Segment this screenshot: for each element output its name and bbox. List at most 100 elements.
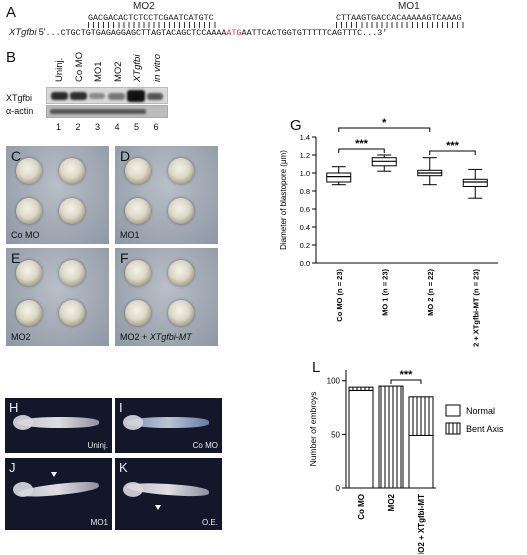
row-label-actin: α-actin <box>6 106 34 116</box>
western-blot-xtgfbi <box>46 87 168 104</box>
gene-name: XTgfbi <box>9 27 37 38</box>
embryo <box>59 198 85 224</box>
embryo <box>168 260 194 286</box>
embryo <box>168 158 194 184</box>
category-label: MO2 <box>387 493 396 511</box>
y-tick-label: 1.0 <box>300 169 310 178</box>
bar-segment-normal <box>408 434 434 489</box>
box-2 <box>371 154 397 172</box>
category-label: MO 2 (n = 22) <box>426 269 435 316</box>
lane-number: 6 <box>153 122 159 132</box>
bar-segment-bent-axis <box>348 386 374 391</box>
panel-letter: D <box>120 148 131 164</box>
mo2-label: MO2 <box>133 1 155 12</box>
panel-letter: E <box>11 250 21 266</box>
bar-segment-bent-axis <box>378 385 404 489</box>
y-tick-label: 0.4 <box>300 223 310 232</box>
embryo <box>168 300 194 326</box>
tadpole-head <box>13 415 33 430</box>
embryo <box>125 158 151 184</box>
start-codon: ATG <box>226 28 242 38</box>
y-tick-label: 0.2 <box>300 241 310 250</box>
lane-header: MO1 <box>93 61 104 82</box>
arrowhead-icon <box>155 505 161 510</box>
bracket-line <box>338 127 431 132</box>
embryo <box>125 300 151 326</box>
embryo-photo-f: F MO2 + XTgfbi-MT <box>115 248 218 346</box>
significance-label: *** <box>446 140 460 152</box>
panel-letter: F <box>120 250 129 266</box>
bracket-line <box>338 148 385 153</box>
panel-label: MO1 <box>90 518 108 527</box>
embryo <box>16 158 42 184</box>
embryo <box>59 300 85 326</box>
panel-label: Co MO <box>192 441 218 450</box>
panel-letter: J <box>9 460 16 475</box>
significance-bracket: *** <box>390 369 422 384</box>
panel-label: Uninj. <box>87 441 108 450</box>
label-plain: MO2 + <box>120 332 150 342</box>
panel-label: MO2 + XTgfbi-MT <box>120 332 192 342</box>
panel-b-letter: B <box>6 49 17 66</box>
mo1-sequence: CTTAAGTGACCACAAAAAGTCAAAG <box>336 13 462 23</box>
lane-header: MO2 <box>112 61 124 82</box>
significance-label: * <box>382 117 387 129</box>
category-label: Co MO <box>357 494 366 520</box>
row-label-xtgfbi: XTgfbi <box>6 93 33 103</box>
panel-label: O.E. <box>201 518 218 527</box>
significance-bracket: *** <box>429 140 476 155</box>
lane-number: 2 <box>75 122 81 132</box>
tadpole-body <box>127 417 209 428</box>
western-blot-actin <box>46 105 168 118</box>
panel-label: MO1 <box>120 230 140 240</box>
y-tick-label: 0 <box>336 484 341 493</box>
box-1 <box>326 166 352 186</box>
y-tick-label: 1.2 <box>300 151 310 160</box>
category-label: Co MO (n = 23) <box>335 269 344 322</box>
tadpole-head <box>123 415 143 430</box>
panel-label: MO2 <box>11 332 31 342</box>
panel-letter: C <box>11 148 22 164</box>
bracket-line <box>390 379 422 384</box>
tadpole-head <box>123 482 143 497</box>
panel-a-letter: A <box>6 4 17 21</box>
lane-header: Uninj. <box>54 57 65 82</box>
tadpole-head <box>13 482 33 497</box>
bar-segment-bent-axis <box>408 396 434 436</box>
y-tick-label: 100 <box>327 377 341 386</box>
tadpole-photo-j: J MO1 <box>5 458 112 530</box>
gene-sequence-line: XTgfbi 5'...CTGCTGTGAGAGGAGCTTAGTACAGCTC… <box>9 27 387 38</box>
panel-l-letter: L <box>312 359 321 376</box>
lane-number: 1 <box>56 122 62 132</box>
band-1 <box>51 92 68 100</box>
bar-segment-normal <box>348 389 374 489</box>
label-italic: XTgfbi-MT <box>149 332 192 342</box>
actin-band-row <box>50 109 146 114</box>
lane-header: XTgfbi <box>132 54 143 82</box>
mo1-label: MO1 <box>398 1 420 12</box>
category-label: MO 1 (n = 23) <box>380 269 389 316</box>
legend-label: Bent Axis <box>466 424 504 434</box>
embryo <box>16 198 42 224</box>
mo1-pairing-ticks <box>336 22 467 28</box>
sequence-upstream: ...CTGCTGTGAGAGGAGCTTAGTACAGCTCCAAAA <box>45 28 227 38</box>
legend-label: Normal <box>466 406 495 416</box>
legend-swatch <box>445 404 461 417</box>
panel-g-letter: G <box>290 117 302 134</box>
band-5 <box>127 90 145 102</box>
significance-label: *** <box>355 138 369 150</box>
bracket-line <box>429 150 476 155</box>
mo2-sequence: GACGACACTCTCCTCGAATCATGTC <box>88 13 214 23</box>
band-4 <box>108 93 125 100</box>
band-3 <box>89 93 105 99</box>
tadpole-body <box>17 417 99 428</box>
category-label: MO 2 + XTgfbi-MT (n = 23) <box>471 269 480 347</box>
y-axis-title: Diameter of blastopore (μm) <box>279 150 288 250</box>
embryo <box>59 158 85 184</box>
significance-bracket: *** <box>338 138 385 153</box>
